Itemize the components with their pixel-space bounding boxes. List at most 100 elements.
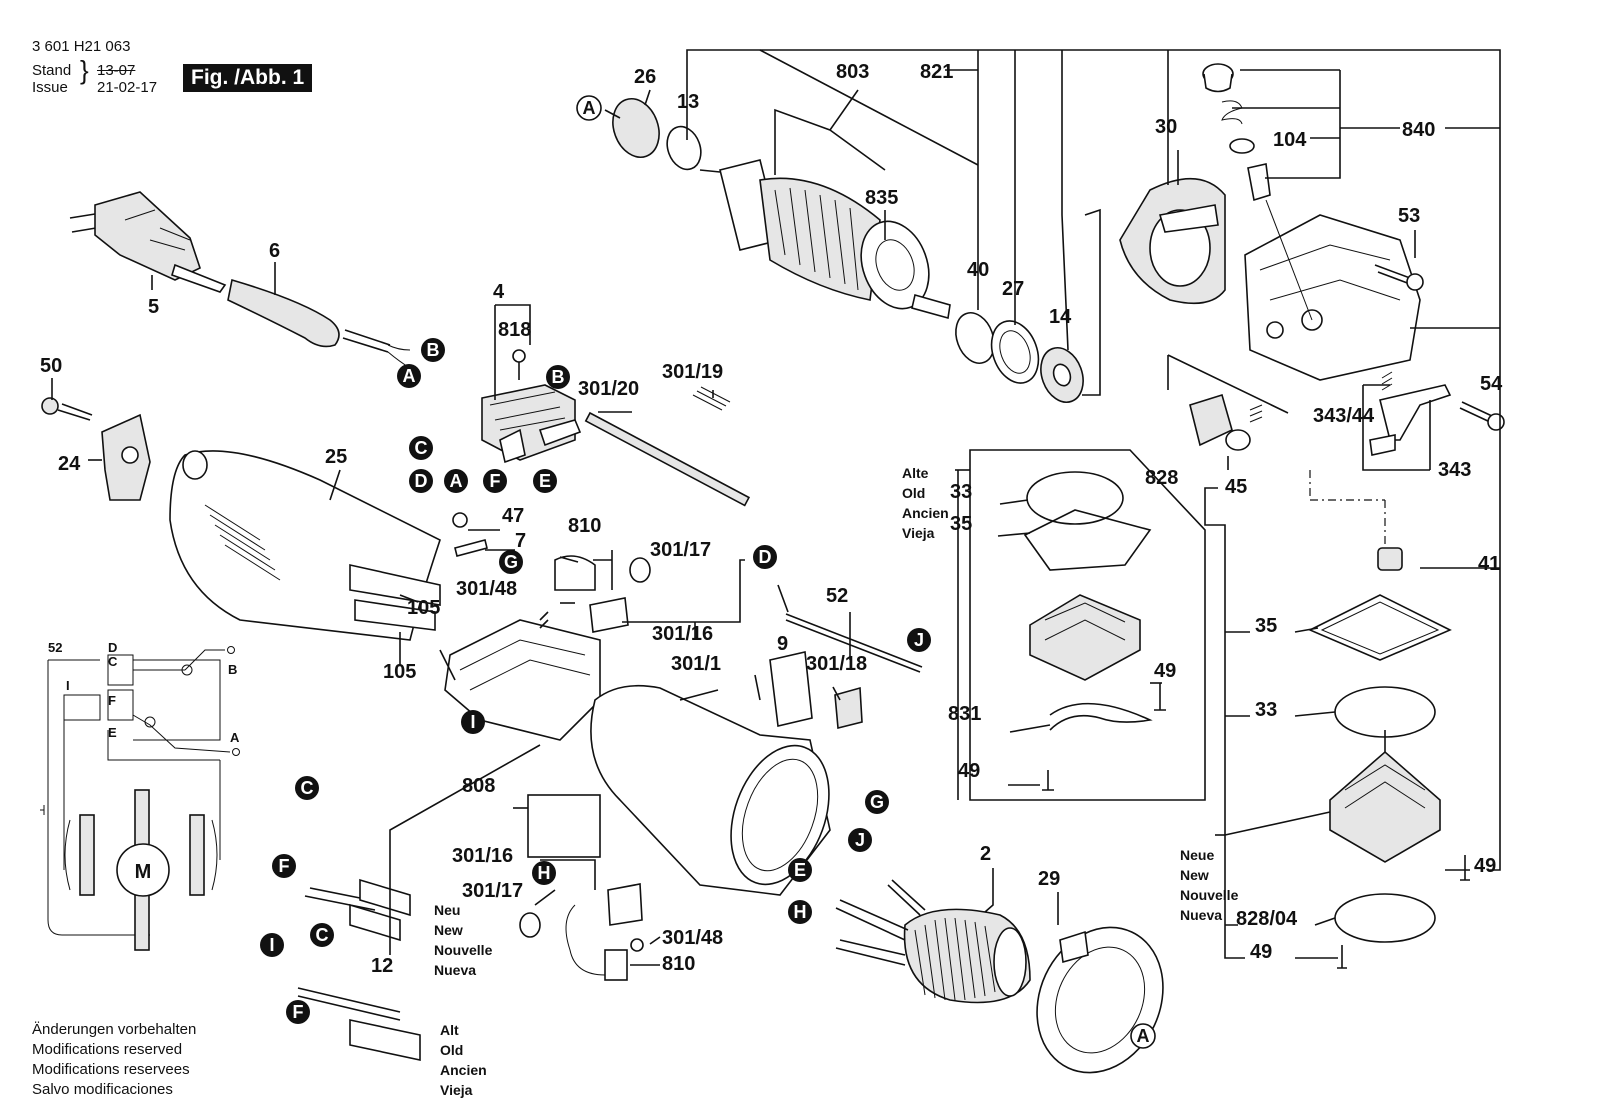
ref-i-label: I — [470, 712, 475, 732]
issue-label: Issue — [32, 79, 68, 96]
part-number: 2 — [980, 843, 991, 865]
wiring-label-b: B — [228, 662, 237, 677]
part-number: 301/48 — [456, 578, 517, 600]
part-number: 828/04 — [1236, 908, 1298, 930]
stand-label: Stand — [32, 62, 72, 79]
part-number: 40 — [967, 259, 989, 281]
part-number: 5 — [148, 296, 159, 318]
wiring-label-d: D — [108, 640, 117, 655]
spindle-lock-drawing — [1202, 63, 1313, 321]
ref-e-label: E — [794, 860, 806, 880]
ref-a-label: A — [1137, 1026, 1150, 1046]
ref-e-label: E — [539, 471, 551, 491]
ref-a-marker — [1130, 1023, 1156, 1049]
brush-holder-new-drawing — [304, 878, 411, 942]
note-line: Modifications reservees — [32, 1061, 190, 1078]
part-number: 343 — [1438, 459, 1471, 481]
ref-i-label: I — [269, 935, 274, 955]
ref-f-label: F — [293, 1002, 304, 1022]
wiring-label-e: E — [108, 725, 117, 740]
version-line: Vieja — [902, 525, 935, 541]
ref-e-marker — [533, 469, 557, 493]
part-number: 41 — [1478, 553, 1500, 575]
wiring-label-52: 52 — [48, 640, 62, 655]
ref-h-label: H — [538, 863, 551, 883]
issue-value: 21-02-17 — [97, 79, 158, 96]
ref-b-marker — [421, 338, 445, 362]
part-number: 14 — [1049, 306, 1072, 328]
part-number: 828 — [1145, 467, 1178, 489]
version-line: Ancien — [902, 505, 949, 521]
gear-set-new-drawing — [1308, 470, 1470, 969]
part-number: 6 — [269, 240, 280, 262]
part-number: 9 — [777, 633, 788, 655]
part-number: 33 — [950, 481, 972, 503]
ref-h-marker — [788, 900, 812, 924]
note-line: Modifications reserved — [32, 1041, 183, 1058]
part-number: 7 — [515, 530, 526, 552]
version-old-gear-label: Alte Old Ancien Vieja — [902, 463, 949, 543]
wiring-diagram: M 52 D C I F E B A — [40, 640, 240, 951]
version-line: New — [434, 922, 463, 938]
part-number: 301/18 — [806, 653, 867, 675]
lever-343-drawing — [1369, 371, 1452, 456]
part-number: 25 — [325, 446, 347, 468]
part-number: 49 — [1154, 660, 1176, 682]
part-number: 810 — [662, 953, 695, 975]
version-new-gear-label: Neue New Nouvelle Nueva — [1180, 845, 1238, 925]
part-number: 301/20 — [578, 378, 639, 400]
brush-holder-old-drawing — [297, 987, 421, 1061]
part-number: 301/1 — [671, 653, 721, 675]
part-number: 29 — [1038, 868, 1060, 890]
version-line: Nouvelle — [1180, 887, 1239, 903]
note-line: Salvo modificaciones — [32, 1081, 173, 1098]
part-number: 301/16 — [652, 623, 713, 645]
housing-25-drawing — [169, 450, 441, 641]
ref-i-marker — [260, 933, 284, 957]
version-line: Nouvelle — [434, 942, 493, 958]
part-number: 105 — [383, 661, 416, 683]
pinion-drawing — [1189, 393, 1263, 451]
wiring-label-c: C — [108, 654, 118, 669]
ref-a-marker — [444, 469, 468, 493]
version-new-label: Neu New Nouvelle Nueva — [434, 900, 492, 980]
version-line: Neue — [1180, 847, 1215, 863]
leader-lines — [51, 49, 1501, 966]
part-number: 54 — [1480, 373, 1503, 395]
switch-drawing — [481, 349, 582, 464]
ref-g-label: G — [504, 552, 518, 572]
part-number: 33 — [1255, 699, 1277, 721]
gear-head-housing-drawing — [1244, 214, 1421, 381]
ref-g-marker — [499, 550, 523, 574]
part-number: 13 — [677, 91, 699, 113]
part-number: 301/48 — [662, 927, 723, 949]
figure-label: Fig. /Abb. 1 — [183, 64, 313, 92]
version-line: Nueva — [1180, 907, 1223, 923]
reference-markers: A A B A B C D A F E G D J — [260, 95, 1156, 1049]
ref-a-label: A — [403, 366, 416, 386]
motor-symbol: M — [135, 861, 152, 883]
part-number: 24 — [58, 453, 81, 475]
part-number: 47 — [502, 505, 524, 527]
wiring-label-i: I — [66, 678, 70, 693]
ref-c-label: C — [316, 925, 329, 945]
version-line: Alte — [902, 465, 929, 481]
part-number: 26 — [634, 66, 656, 88]
ref-b-label: B — [427, 340, 440, 360]
part-number: 818 — [498, 319, 531, 341]
ref-d-label: D — [759, 547, 772, 567]
ref-c-label: C — [415, 438, 428, 458]
sensor-52-drawing — [785, 613, 923, 673]
ref-a-marker — [397, 364, 421, 388]
version-line: Old — [440, 1042, 464, 1058]
part-number: 343/44 — [1313, 405, 1375, 427]
part-number: 831 — [948, 703, 981, 725]
note-line: Änderungen vorbehalten — [32, 1021, 197, 1038]
plate-24-drawing — [41, 397, 151, 501]
part-numbers: 5 6 4 818 50 24 25 26 13 803 821 835 30 … — [40, 61, 1503, 977]
ref-c-marker — [409, 436, 433, 460]
part-number: 53 — [1398, 205, 1420, 227]
version-line: Ancien — [440, 1062, 487, 1078]
